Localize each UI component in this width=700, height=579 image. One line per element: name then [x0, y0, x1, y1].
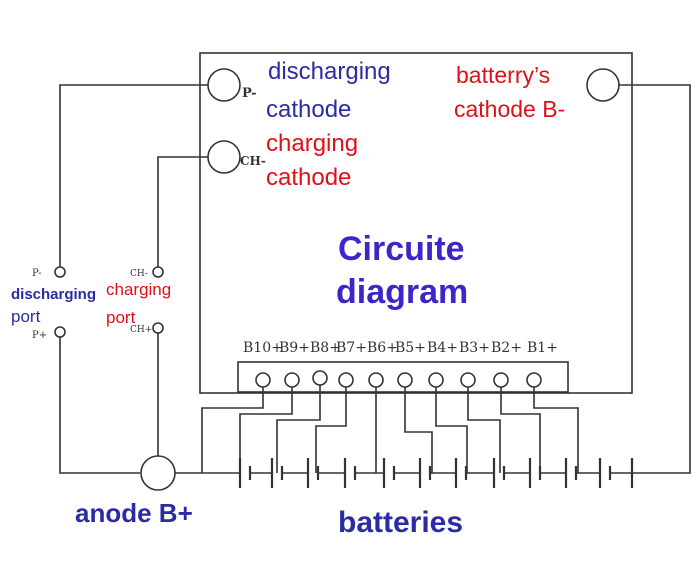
b-minus-wire — [619, 84, 691, 474]
left-ch-plus-label: CH+ — [130, 325, 152, 335]
port-p-minus — [54, 266, 66, 278]
battery-cells — [238, 458, 634, 488]
pin-label: B9+ — [279, 340, 310, 356]
charging-cathode-label-2: cathode — [266, 164, 351, 191]
p-minus-terminal — [207, 68, 241, 102]
left-p-plus-label: P+ — [32, 330, 47, 341]
battery-cathode-label-1: batterry’s — [456, 62, 550, 88]
port-ch-plus — [152, 322, 164, 334]
bms-board — [199, 52, 633, 394]
battery-cathode-label-2: cathode B- — [454, 96, 565, 122]
pin-label: B10+ — [243, 340, 283, 356]
ch-minus-wire — [157, 156, 208, 267]
ch-minus-terminal — [207, 140, 241, 174]
p-plus-wire — [59, 337, 140, 474]
port-ch-minus — [152, 266, 164, 278]
balance-connector — [237, 361, 569, 393]
charging-port-label-1: charging — [106, 280, 171, 299]
charging-cathode-label-1: charging — [266, 130, 358, 157]
left-p-minus-label: P- — [32, 268, 42, 279]
discharging-cathode-label-2: cathode — [266, 96, 351, 123]
discharging-cathode-label-1: discharging — [268, 58, 391, 85]
pin-label: B2+ — [491, 340, 522, 356]
diagram-title-2: diagram — [336, 273, 468, 311]
b-minus-terminal — [586, 68, 620, 102]
p-minus-label: P- — [242, 86, 256, 101]
charging-port-label-2: port — [106, 308, 136, 327]
p-minus-wire — [59, 84, 208, 267]
batteries-label: batteries — [338, 506, 463, 539]
pin-label: B8+ — [310, 340, 341, 356]
left-ch-minus-label: CH- — [130, 269, 148, 279]
anode-label: anode B+ — [75, 498, 193, 528]
pin-label: B5+ — [395, 340, 426, 356]
discharging-port-label-1: discharging — [11, 286, 96, 303]
diagram-title-1: Circuite — [338, 230, 465, 268]
port-p-plus — [54, 326, 66, 338]
ch-minus-label: CH- — [240, 154, 266, 168]
pin-label: B6+ — [367, 340, 398, 356]
pin-label: B1+ — [527, 340, 558, 356]
anode-terminal — [140, 455, 176, 491]
discharging-port-label-2: port — [11, 307, 41, 326]
pin-label: B7+ — [336, 340, 367, 356]
pin-label: B4+ — [427, 340, 458, 356]
pin-label: B3+ — [459, 340, 490, 356]
